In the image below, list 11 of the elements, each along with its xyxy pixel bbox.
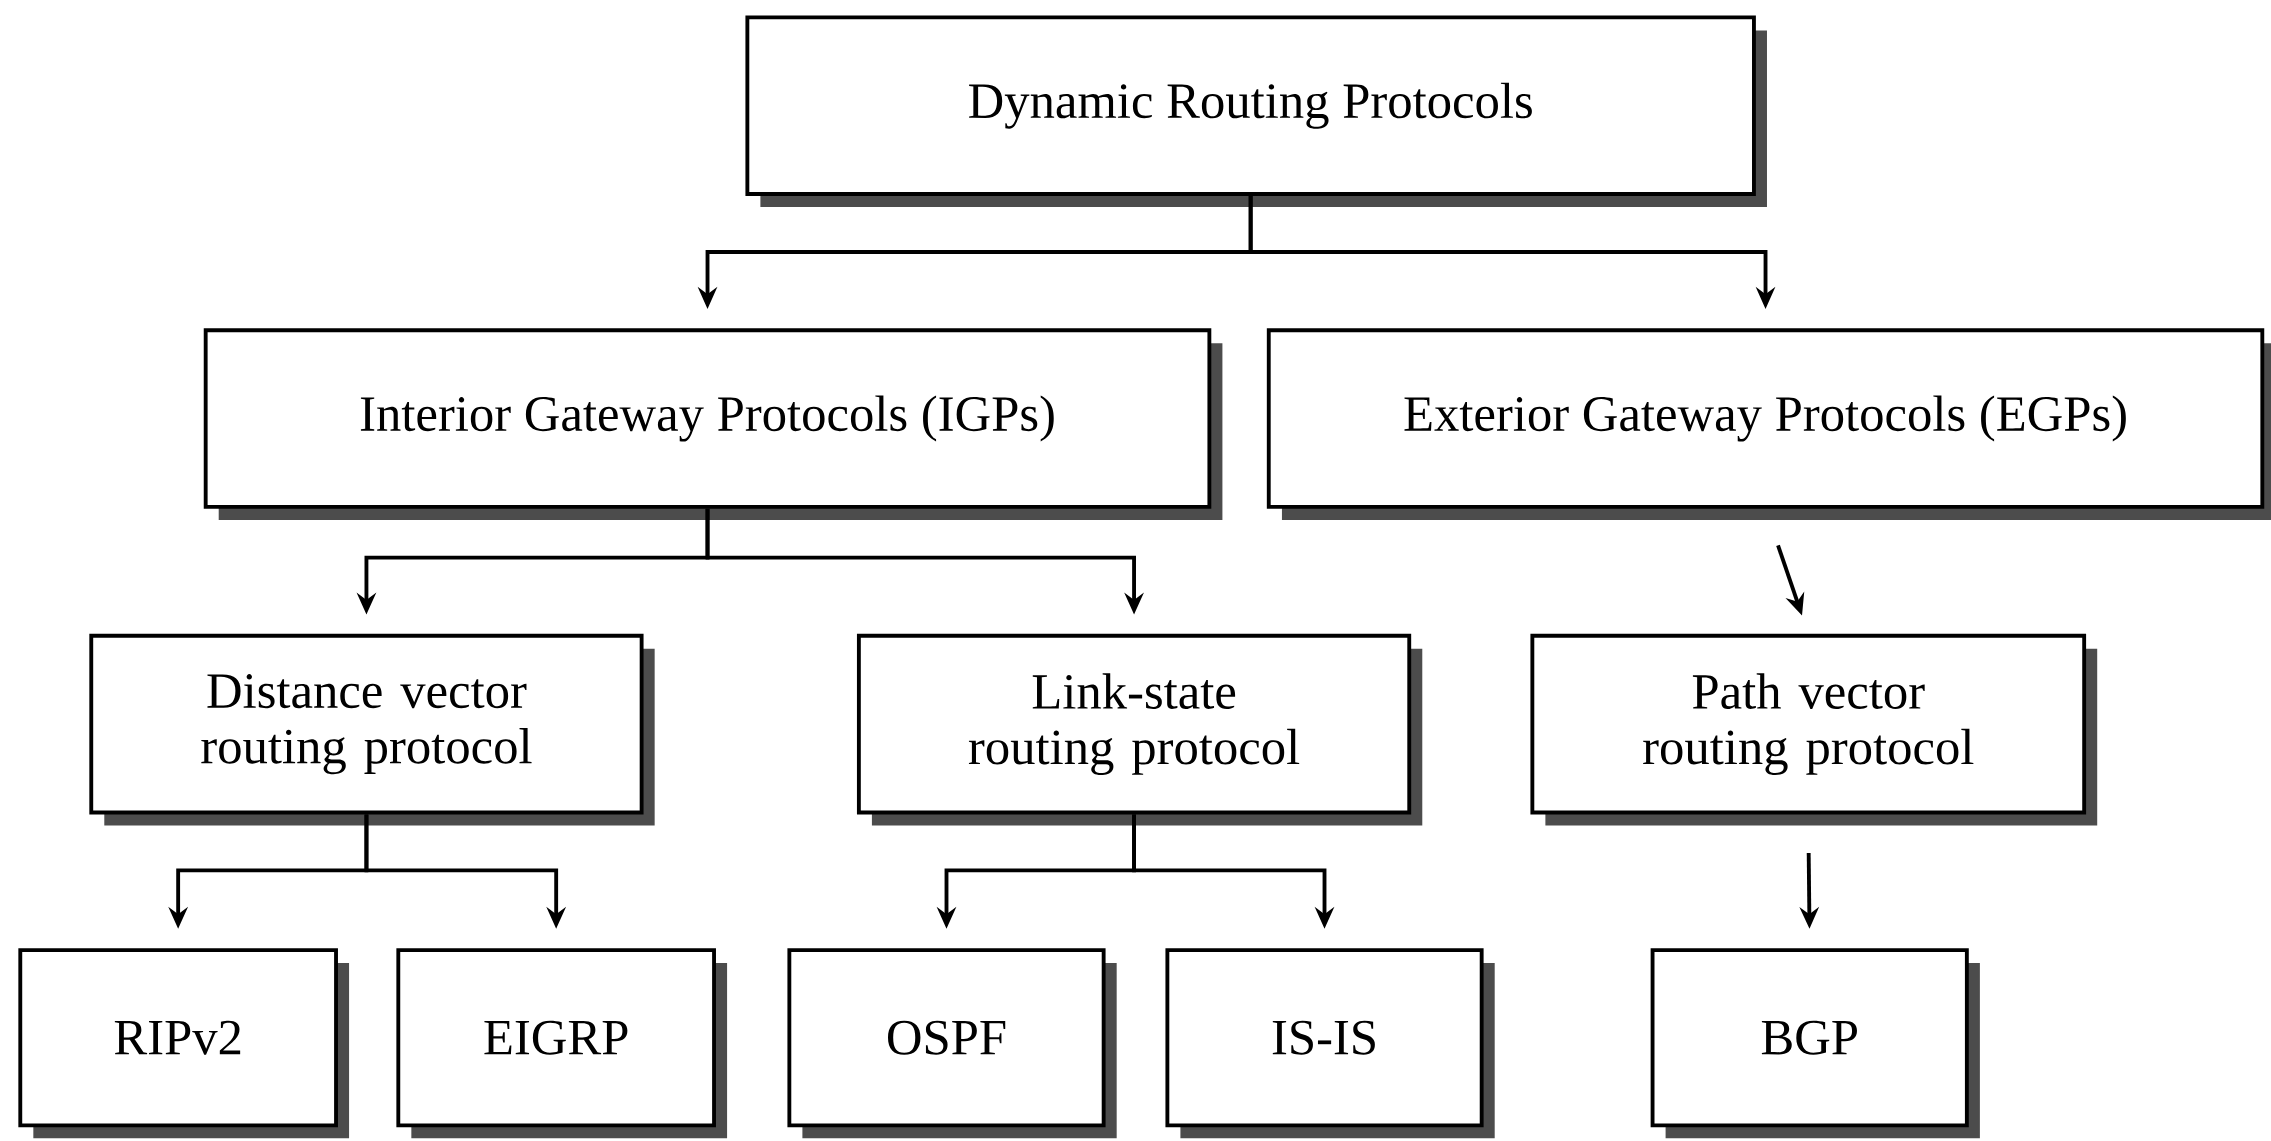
process-box: Link-state routing protocol [856, 633, 1423, 826]
process-box: Exterior Gateway Protocols (EGPs) [1266, 328, 2271, 520]
process-box: Path vector routing protocol [1530, 633, 2098, 826]
process-box: Distance vector routing protocol [89, 633, 655, 826]
process-box: RIPv2 [18, 948, 350, 1139]
process-box: OSPF [787, 948, 1117, 1139]
process-box: IS-IS [1165, 948, 1495, 1139]
process-box: Interior Gateway Protocols (IGPs) [203, 328, 1223, 520]
process-box: EIGRP [396, 948, 728, 1139]
process-box: Dynamic Routing Protocols [745, 15, 1767, 207]
process-box: BGP [1650, 948, 1980, 1139]
